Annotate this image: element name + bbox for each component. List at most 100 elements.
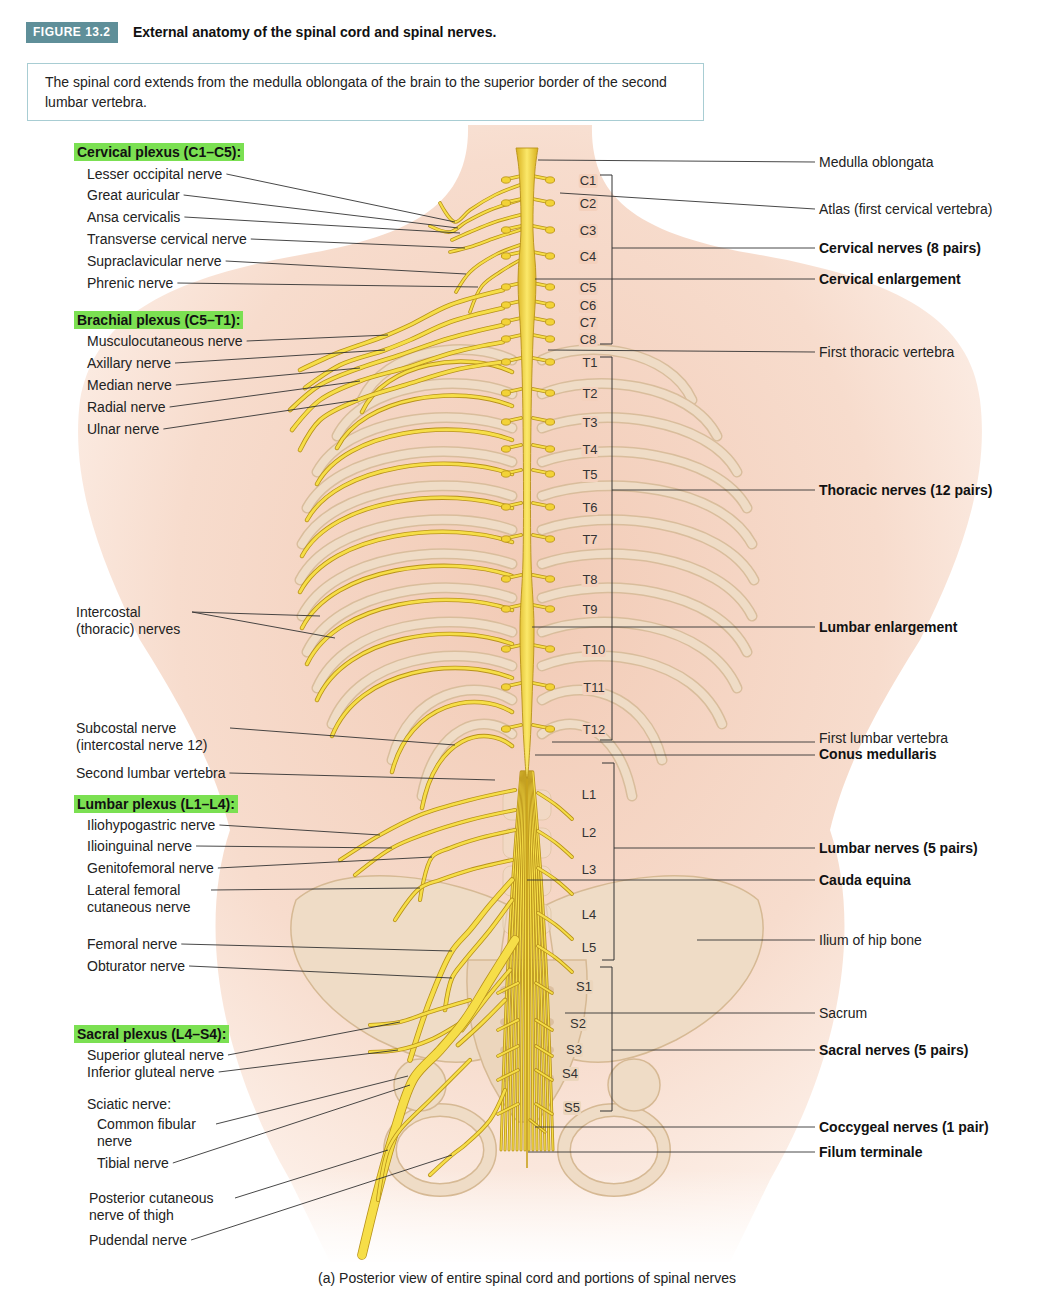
segment-label: T2 — [581, 387, 598, 401]
segment-label: L3 — [581, 863, 597, 877]
nerve-outline — [533, 772, 553, 1150]
ganglion — [546, 390, 555, 396]
ganglion — [502, 419, 511, 425]
ganglion — [502, 336, 511, 342]
segment-label: T8 — [581, 573, 598, 587]
segment-label: S3 — [565, 1043, 583, 1057]
nerve — [536, 983, 552, 993]
ganglion — [502, 504, 511, 510]
segment-label: T6 — [581, 501, 598, 515]
segment-label: L2 — [581, 826, 597, 840]
leader-line — [226, 174, 455, 222]
leader-line — [612, 1050, 815, 1051]
ganglion — [502, 177, 511, 183]
structure-label: Filum terminale — [819, 1144, 922, 1161]
nerve-outline — [302, 498, 512, 556]
nerve-outline — [470, 260, 520, 312]
nerve-outline — [498, 1070, 518, 1080]
nerve-outline — [362, 361, 512, 412]
region-bracket — [600, 967, 612, 1111]
nerve-label: Iliohypogastric nerve — [87, 817, 215, 834]
segment-label: T12 — [582, 723, 606, 737]
nerve — [498, 1104, 518, 1114]
structure-label: Ilium of hip bone — [819, 932, 922, 949]
intercostal-nerve — [317, 430, 512, 484]
box-text: Cervical plexus (C1–C5): — [77, 143, 241, 161]
nerve — [521, 772, 526, 1150]
nerve — [395, 860, 512, 920]
rib-outline — [422, 724, 512, 796]
nerve-label: Axillary nerve — [87, 355, 171, 372]
nerve-label: Phrenic nerve — [87, 275, 173, 292]
ganglion — [546, 504, 555, 510]
intercostal-nerve — [307, 464, 512, 520]
nerve-label: Median nerve — [87, 377, 172, 394]
figure-caption: (a) Posterior view of entire spinal cord… — [227, 1270, 827, 1287]
nerve — [498, 1020, 518, 1030]
plexus-heading: Brachial plexus (C5–T1): — [74, 311, 243, 329]
ganglion — [546, 446, 555, 452]
leader-line — [614, 848, 815, 849]
leader-line — [176, 368, 360, 385]
acetabulum — [608, 1059, 660, 1111]
leader-line — [552, 742, 815, 743]
nerve-label: Intercostal (thoracic) nerves — [76, 604, 188, 638]
nerve — [498, 1046, 518, 1056]
nerve-outline — [538, 831, 572, 857]
nerve-label: Femoral nerve — [87, 936, 177, 953]
nerve-label: Lateral femoral cutaneous nerve — [87, 882, 207, 916]
nerve — [517, 772, 525, 1150]
ganglion — [502, 200, 511, 206]
rib-outline — [300, 520, 512, 580]
ganglion — [546, 726, 555, 732]
ganglion — [546, 177, 555, 183]
leader-line — [196, 846, 392, 848]
nerve-outline — [370, 1000, 470, 1025]
box-text: The spinal cord extends from the medulla… — [45, 72, 686, 112]
ganglion — [546, 684, 555, 690]
structure-label: Coccygeal nerves (1 pair) — [819, 1119, 989, 1136]
segment-label: L5 — [581, 941, 597, 955]
nerve-label: Transverse cervical nerve — [87, 231, 247, 248]
intercostal-nerve — [317, 634, 512, 700]
leader-line — [170, 381, 360, 407]
leader-line — [251, 239, 465, 248]
nerve — [378, 1060, 470, 1200]
leader-line — [226, 261, 466, 274]
ganglion — [502, 253, 511, 259]
segment-label: T10 — [582, 643, 606, 657]
leader-line — [184, 195, 458, 228]
segment-label: C6 — [579, 299, 598, 313]
ganglion — [546, 227, 555, 233]
leader-line — [229, 773, 495, 780]
nerve — [452, 215, 520, 240]
nerve-outline — [498, 1104, 518, 1114]
nerve-outline — [538, 946, 572, 972]
nerve — [538, 868, 572, 894]
nerve-outline — [538, 793, 572, 819]
ganglion — [502, 576, 511, 582]
nerve — [536, 1020, 552, 1030]
nerve-outline — [498, 1046, 518, 1056]
nerve-outline — [536, 1070, 552, 1080]
nerve-outline — [300, 532, 512, 592]
rib-outline — [542, 418, 737, 472]
leader-line — [219, 825, 380, 835]
intercostal-nerve — [302, 566, 512, 628]
nerve-label: Common fibular nerve — [97, 1116, 212, 1150]
leader-line — [177, 283, 478, 287]
nerve-label: Radial nerve — [87, 399, 166, 416]
figure-title: External anatomy of the spinal cord and … — [133, 24, 496, 41]
nerve-outline — [307, 600, 512, 664]
body-silhouette — [78, 125, 982, 1262]
nerve-label: Great auricular — [87, 187, 180, 204]
ganglion — [546, 536, 555, 542]
nerve-label: Supraclavicular nerve — [87, 253, 222, 270]
structure-label: Lumbar nerves (5 pairs) — [819, 840, 978, 857]
nerve — [533, 772, 553, 1150]
rib — [300, 520, 512, 580]
structure-label: Cervical enlargement — [819, 271, 961, 288]
nerve — [340, 790, 515, 860]
ganglion — [546, 319, 555, 325]
